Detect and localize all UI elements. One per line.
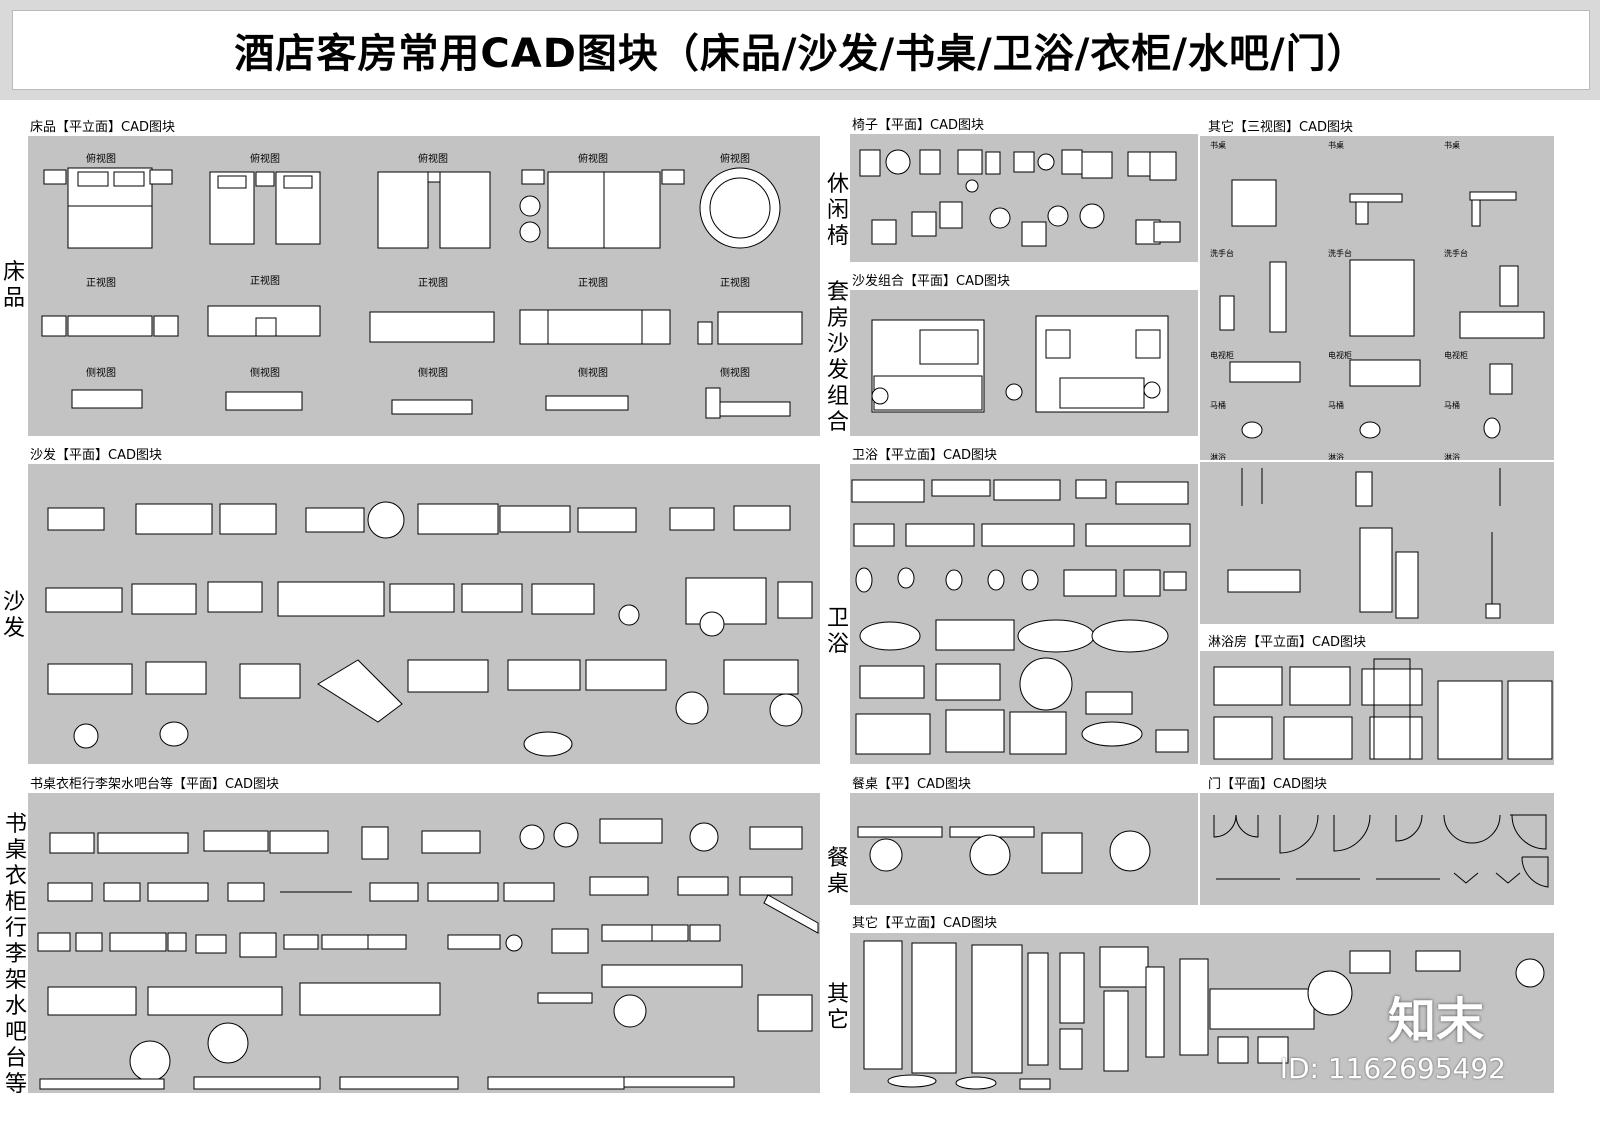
caption-sofa-set: 沙发组合【平面】CAD图块	[852, 274, 1010, 289]
label-top-view: 俯视图	[578, 154, 608, 165]
panel-bath	[850, 464, 1198, 764]
label-shower: 淋浴	[1328, 453, 1344, 460]
label-basin: 洗手台	[1444, 249, 1468, 258]
side-label-chair: 休闲椅	[826, 172, 849, 249]
door-blocks	[1213, 814, 1549, 888]
label-shower: 淋浴	[1210, 453, 1226, 460]
panel-sofa	[28, 464, 820, 764]
label-desk: 书桌	[1210, 141, 1226, 150]
panel-desk	[28, 793, 820, 1093]
label-basin: 洗手台	[1328, 249, 1352, 258]
caption-three-view: 其它【三视图】CAD图块	[1208, 120, 1353, 135]
label-tv: 电视柜	[1328, 351, 1352, 360]
side-label-misc: 其它	[826, 982, 849, 1033]
label-side-view: 侧视图	[720, 368, 750, 379]
label-top-view: 俯视图	[418, 154, 448, 165]
caption-dining: 餐桌【平】CAD图块	[852, 777, 971, 792]
side-label-sofa: 沙发	[2, 590, 25, 641]
side-label-bath: 卫浴	[826, 606, 849, 657]
label-toilet: 马桶	[1328, 401, 1344, 410]
caption-bath: 卫浴【平立面】CAD图块	[852, 448, 997, 463]
panel-shower	[1200, 651, 1554, 765]
watermark-logo: 知末	[1387, 993, 1484, 1049]
three-view-blocks	[1219, 179, 1545, 439]
label-tv: 电视柜	[1444, 351, 1468, 360]
label-desk: 书桌	[1328, 141, 1344, 150]
label-front-view: 正视图	[578, 278, 608, 289]
drawing-sheet: 床品 床品【平立面】CAD图块 俯视图 俯视图 俯视图 俯视图 俯视图 正视图 …	[0, 100, 1600, 1131]
sofa-set-blocks	[871, 315, 1169, 413]
title-bar: 酒店客房常用CAD图块（床品/沙发/书桌/卫浴/衣柜/水吧/门）	[12, 10, 1590, 90]
label-front-view: 正视图	[86, 278, 116, 289]
page-title: 酒店客房常用CAD图块（床品/沙发/书桌/卫浴/衣柜/水吧/门）	[234, 31, 1368, 77]
desk-blocks	[37, 818, 819, 1090]
label-top-view: 俯视图	[720, 154, 750, 165]
label-top-view: 俯视图	[250, 154, 280, 165]
dining-blocks	[857, 826, 1151, 876]
label-toilet: 马桶	[1210, 401, 1226, 410]
label-side-view: 侧视图	[250, 368, 280, 379]
label-tv: 电视柜	[1210, 351, 1234, 360]
label-side-view: 侧视图	[86, 368, 116, 379]
caption-bedding: 床品【平立面】CAD图块	[30, 120, 175, 135]
sofa-blocks	[45, 501, 813, 757]
chair-blocks	[859, 149, 1181, 247]
label-side-view: 侧视图	[578, 368, 608, 379]
side-label-sofa-set: 套房沙发组合	[826, 280, 849, 435]
watermark-id: ID: 1162695492	[1279, 1052, 1506, 1085]
bedding-blocks	[41, 167, 803, 419]
label-front-view: 正视图	[418, 278, 448, 289]
label-front-view: 正视图	[250, 276, 280, 287]
label-shower: 淋浴	[1444, 453, 1460, 460]
panel-chair	[850, 134, 1198, 262]
panel-bedding: 俯视图 俯视图 俯视图 俯视图 俯视图 正视图 正视图 正视图 正视图 正视图 …	[28, 136, 820, 436]
label-basin: 洗手台	[1210, 249, 1234, 258]
caption-sofa: 沙发【平面】CAD图块	[30, 448, 162, 463]
shower-fixture-blocks	[1227, 468, 1501, 619]
label-top-view: 俯视图	[86, 154, 116, 165]
shower-blocks	[1213, 658, 1553, 760]
caption-misc: 其它【平立面】CAD图块	[852, 916, 997, 931]
panel-shower-fixtures	[1200, 462, 1554, 624]
panel-door	[1200, 793, 1554, 905]
panel-three-view: 书桌 书桌 书桌 洗手台 洗手台 洗手台 电视柜 电视柜 电视柜 马桶 马桶 马…	[1200, 136, 1554, 460]
panel-sofa-set	[850, 290, 1198, 436]
label-toilet: 马桶	[1444, 401, 1460, 410]
caption-desk: 书桌衣柜行李架水吧台等【平面】CAD图块	[30, 777, 279, 792]
caption-door: 门【平面】CAD图块	[1208, 777, 1327, 792]
label-side-view: 侧视图	[418, 368, 448, 379]
panel-dining	[850, 793, 1198, 905]
panel-misc: 知末 ID: 1162695492	[850, 933, 1554, 1093]
bath-blocks	[851, 479, 1191, 755]
side-label-desk: 书桌衣柜行李架水吧台等	[4, 812, 27, 1097]
side-label-dining: 餐桌	[826, 846, 849, 897]
label-desk: 书桌	[1444, 141, 1460, 150]
misc-blocks	[863, 940, 1545, 1090]
caption-chair: 椅子【平面】CAD图块	[852, 118, 984, 133]
label-front-view: 正视图	[720, 278, 750, 289]
side-label-bedding: 床品	[2, 260, 25, 311]
caption-shower: 淋浴房【平立面】CAD图块	[1208, 635, 1366, 650]
